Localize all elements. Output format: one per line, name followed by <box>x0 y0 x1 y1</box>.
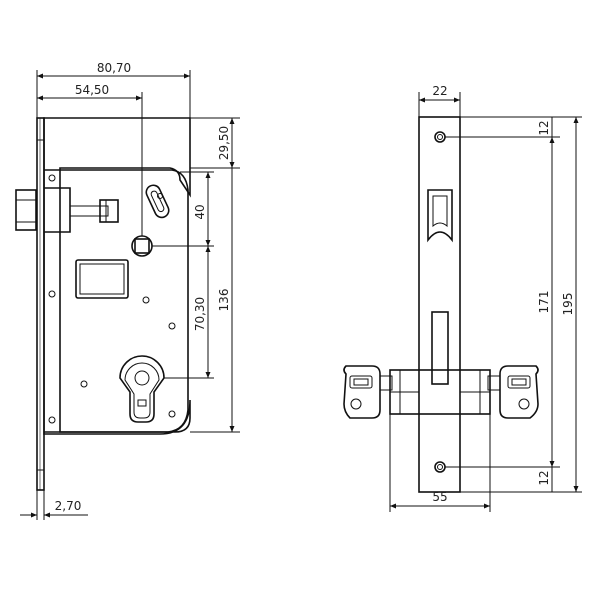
deadbolt-slot <box>431 311 449 385</box>
dim-height-body: 136 <box>217 289 231 312</box>
lock-case-plate <box>44 169 189 433</box>
follower-square-icon <box>134 238 150 254</box>
dim-faceplate-width: 22 <box>432 84 447 98</box>
right-key-icon <box>487 365 539 419</box>
body-window-inner <box>79 263 125 295</box>
rivet-hole <box>168 322 176 330</box>
lock-body-side-view <box>15 117 191 491</box>
dim-cylinder-length: 55 <box>432 490 447 504</box>
cylinder-cam <box>137 399 147 407</box>
dim-backset: 54,50 <box>75 83 109 97</box>
left-dimensions: 80,70 54,50 29,50 136 40 70,30 <box>20 61 240 520</box>
left-key-icon <box>343 365 393 419</box>
cylinder-profile-inner <box>124 362 160 419</box>
dim-bottom-margin: 12 <box>537 470 551 485</box>
latch-housing <box>44 187 71 233</box>
dim-follower-offset: 40 <box>193 204 207 219</box>
faceplate-front <box>418 116 461 493</box>
latch-tail <box>99 199 119 223</box>
dim-width-total: 80,70 <box>97 61 131 75</box>
rivet-hole <box>168 410 176 418</box>
dim-total-length: 195 <box>561 293 575 316</box>
right-dimensions: 22 12 171 12 195 55 <box>389 84 582 512</box>
lock-case-outline <box>43 117 191 435</box>
rivet-hole <box>48 174 56 182</box>
screw-hole-inner <box>437 464 443 470</box>
dim-faceplate-thickness: 2,70 <box>55 499 82 513</box>
latch-opening <box>427 189 453 243</box>
latch-spring-rod <box>69 205 109 217</box>
faceplate-side <box>36 117 45 491</box>
body-window <box>75 259 129 299</box>
dim-top-margin: 12 <box>537 120 551 135</box>
latch-opening-inner <box>432 195 448 228</box>
rivet-hole <box>48 290 56 298</box>
dim-follower-to-cylinder: 70,30 <box>193 297 207 331</box>
dim-top-offset: 29,50 <box>217 126 231 160</box>
latch-bolt <box>15 189 37 231</box>
cylinder-profile-outer <box>119 355 165 423</box>
slot-hole-top <box>145 184 170 219</box>
arrowheads <box>229 118 235 168</box>
screw-hole-bottom-icon <box>434 461 446 473</box>
cylinder-core <box>134 370 150 386</box>
rivet-hole <box>142 296 150 304</box>
rivet-hole <box>80 380 88 388</box>
arrowheads <box>229 426 235 432</box>
rivet-hole <box>48 416 56 424</box>
screw-hole <box>157 193 163 199</box>
dim-hole-spacing: 171 <box>537 291 551 314</box>
faceplate-front-view <box>343 116 539 493</box>
screw-hole-inner <box>437 134 443 140</box>
screw-hole-top-icon <box>434 131 446 143</box>
arrowheads <box>31 512 50 518</box>
